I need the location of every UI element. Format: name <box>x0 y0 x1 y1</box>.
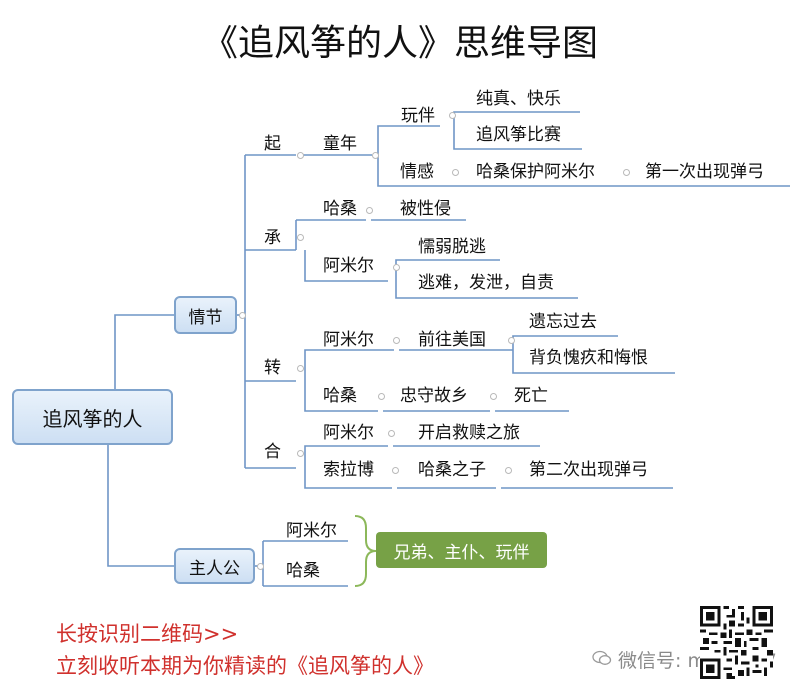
zhuan-node[interactable]: 转 <box>264 358 281 378</box>
collapse-toggle-protagonists[interactable] <box>257 563 264 570</box>
coward-flee-node[interactable]: 懦弱脱逃 <box>418 237 486 257</box>
son-of-hassan-node[interactable]: 哈桑之子 <box>418 460 486 480</box>
guard-home-node[interactable]: 忠守故乡 <box>400 386 468 406</box>
protagonist-hassan-node[interactable]: 哈桑 <box>286 561 320 581</box>
playmate-node[interactable]: 玩伴 <box>401 106 435 126</box>
footer-line-2: 立刻收听本期为你精读的《追风筝的人》 <box>56 654 434 678</box>
plot-node[interactable]: 情节 <box>174 296 237 334</box>
assaulted-node[interactable]: 被性侵 <box>400 199 451 219</box>
kite-race-node[interactable]: 追风筝比赛 <box>476 125 561 145</box>
cheng-amir-node[interactable]: 阿米尔 <box>323 256 374 276</box>
escape-node[interactable]: 逃难，发泄，自责 <box>418 273 554 293</box>
collapse-toggle-hassan-protects[interactable] <box>623 169 630 176</box>
relation-node[interactable]: 兄弟、主仆、玩伴 <box>376 532 547 568</box>
zhuan-hassan-node[interactable]: 哈桑 <box>323 386 357 406</box>
he-node[interactable]: 合 <box>264 442 281 462</box>
guilt-regret-node[interactable]: 背负愧疚和悔恨 <box>529 348 648 368</box>
zhuan-amir-node[interactable]: 阿米尔 <box>323 330 374 350</box>
slingshot-second-node[interactable]: 第二次出现弹弓 <box>529 460 648 480</box>
collapse-toggle-he-amir[interactable] <box>388 430 395 437</box>
redemption-node[interactable]: 开启救赎之旅 <box>418 423 520 443</box>
collapse-toggle-zhuan-amir[interactable] <box>393 337 400 344</box>
collapse-toggle-sohrab[interactable] <box>392 467 399 474</box>
slingshot-first-node[interactable]: 第一次出现弹弓 <box>645 162 764 182</box>
collapse-toggle-emotion[interactable] <box>452 169 459 176</box>
collapse-toggle-cheng-amir[interactable] <box>393 264 400 271</box>
childhood-node[interactable]: 童年 <box>323 134 357 154</box>
death-node[interactable]: 死亡 <box>514 386 548 406</box>
sohrab-node[interactable]: 索拉博 <box>323 460 374 480</box>
cheng-node[interactable]: 承 <box>264 228 281 248</box>
emotion-node[interactable]: 情感 <box>400 162 434 182</box>
qi-node[interactable]: 起 <box>264 134 281 154</box>
collapse-toggle-son-of-hassan[interactable] <box>505 467 512 474</box>
collapse-toggle-childhood[interactable] <box>372 152 379 159</box>
collapse-toggle-playmate[interactable] <box>449 112 456 119</box>
collapse-toggle-zhuan-hassan[interactable] <box>378 393 385 400</box>
collapse-toggle-cheng-hassan[interactable] <box>366 207 373 214</box>
page-title: 《追风筝的人》思维导图 <box>201 23 598 64</box>
collapse-toggle-he[interactable] <box>297 450 304 457</box>
protagonists-node[interactable]: 主人公 <box>174 548 255 584</box>
collapse-toggle-guard-home[interactable] <box>490 393 497 400</box>
qr-code-icon[interactable] <box>700 606 773 679</box>
collapse-toggle-qi[interactable] <box>297 152 304 159</box>
protagonist-amir-node[interactable]: 阿米尔 <box>286 521 337 541</box>
collapse-toggle-cheng[interactable] <box>297 234 304 241</box>
cheng-hassan-node[interactable]: 哈桑 <box>323 199 357 219</box>
collapse-toggle-zhuan[interactable] <box>297 365 304 372</box>
innocence-node[interactable]: 纯真、快乐 <box>476 89 561 109</box>
forget-past-node[interactable]: 遗忘过去 <box>529 312 597 332</box>
footer-line-1: 长按识别二维码>> <box>56 622 239 646</box>
go-america-node[interactable]: 前往美国 <box>418 330 486 350</box>
hassan-protects-node[interactable]: 哈桑保护阿米尔 <box>476 162 595 182</box>
wechat-icon <box>592 650 612 665</box>
root-node[interactable]: 追风筝的人 <box>12 389 173 445</box>
collapse-toggle-go-america[interactable] <box>508 337 515 344</box>
he-amir-node[interactable]: 阿米尔 <box>323 423 374 443</box>
collapse-toggle-plot[interactable] <box>239 312 246 319</box>
